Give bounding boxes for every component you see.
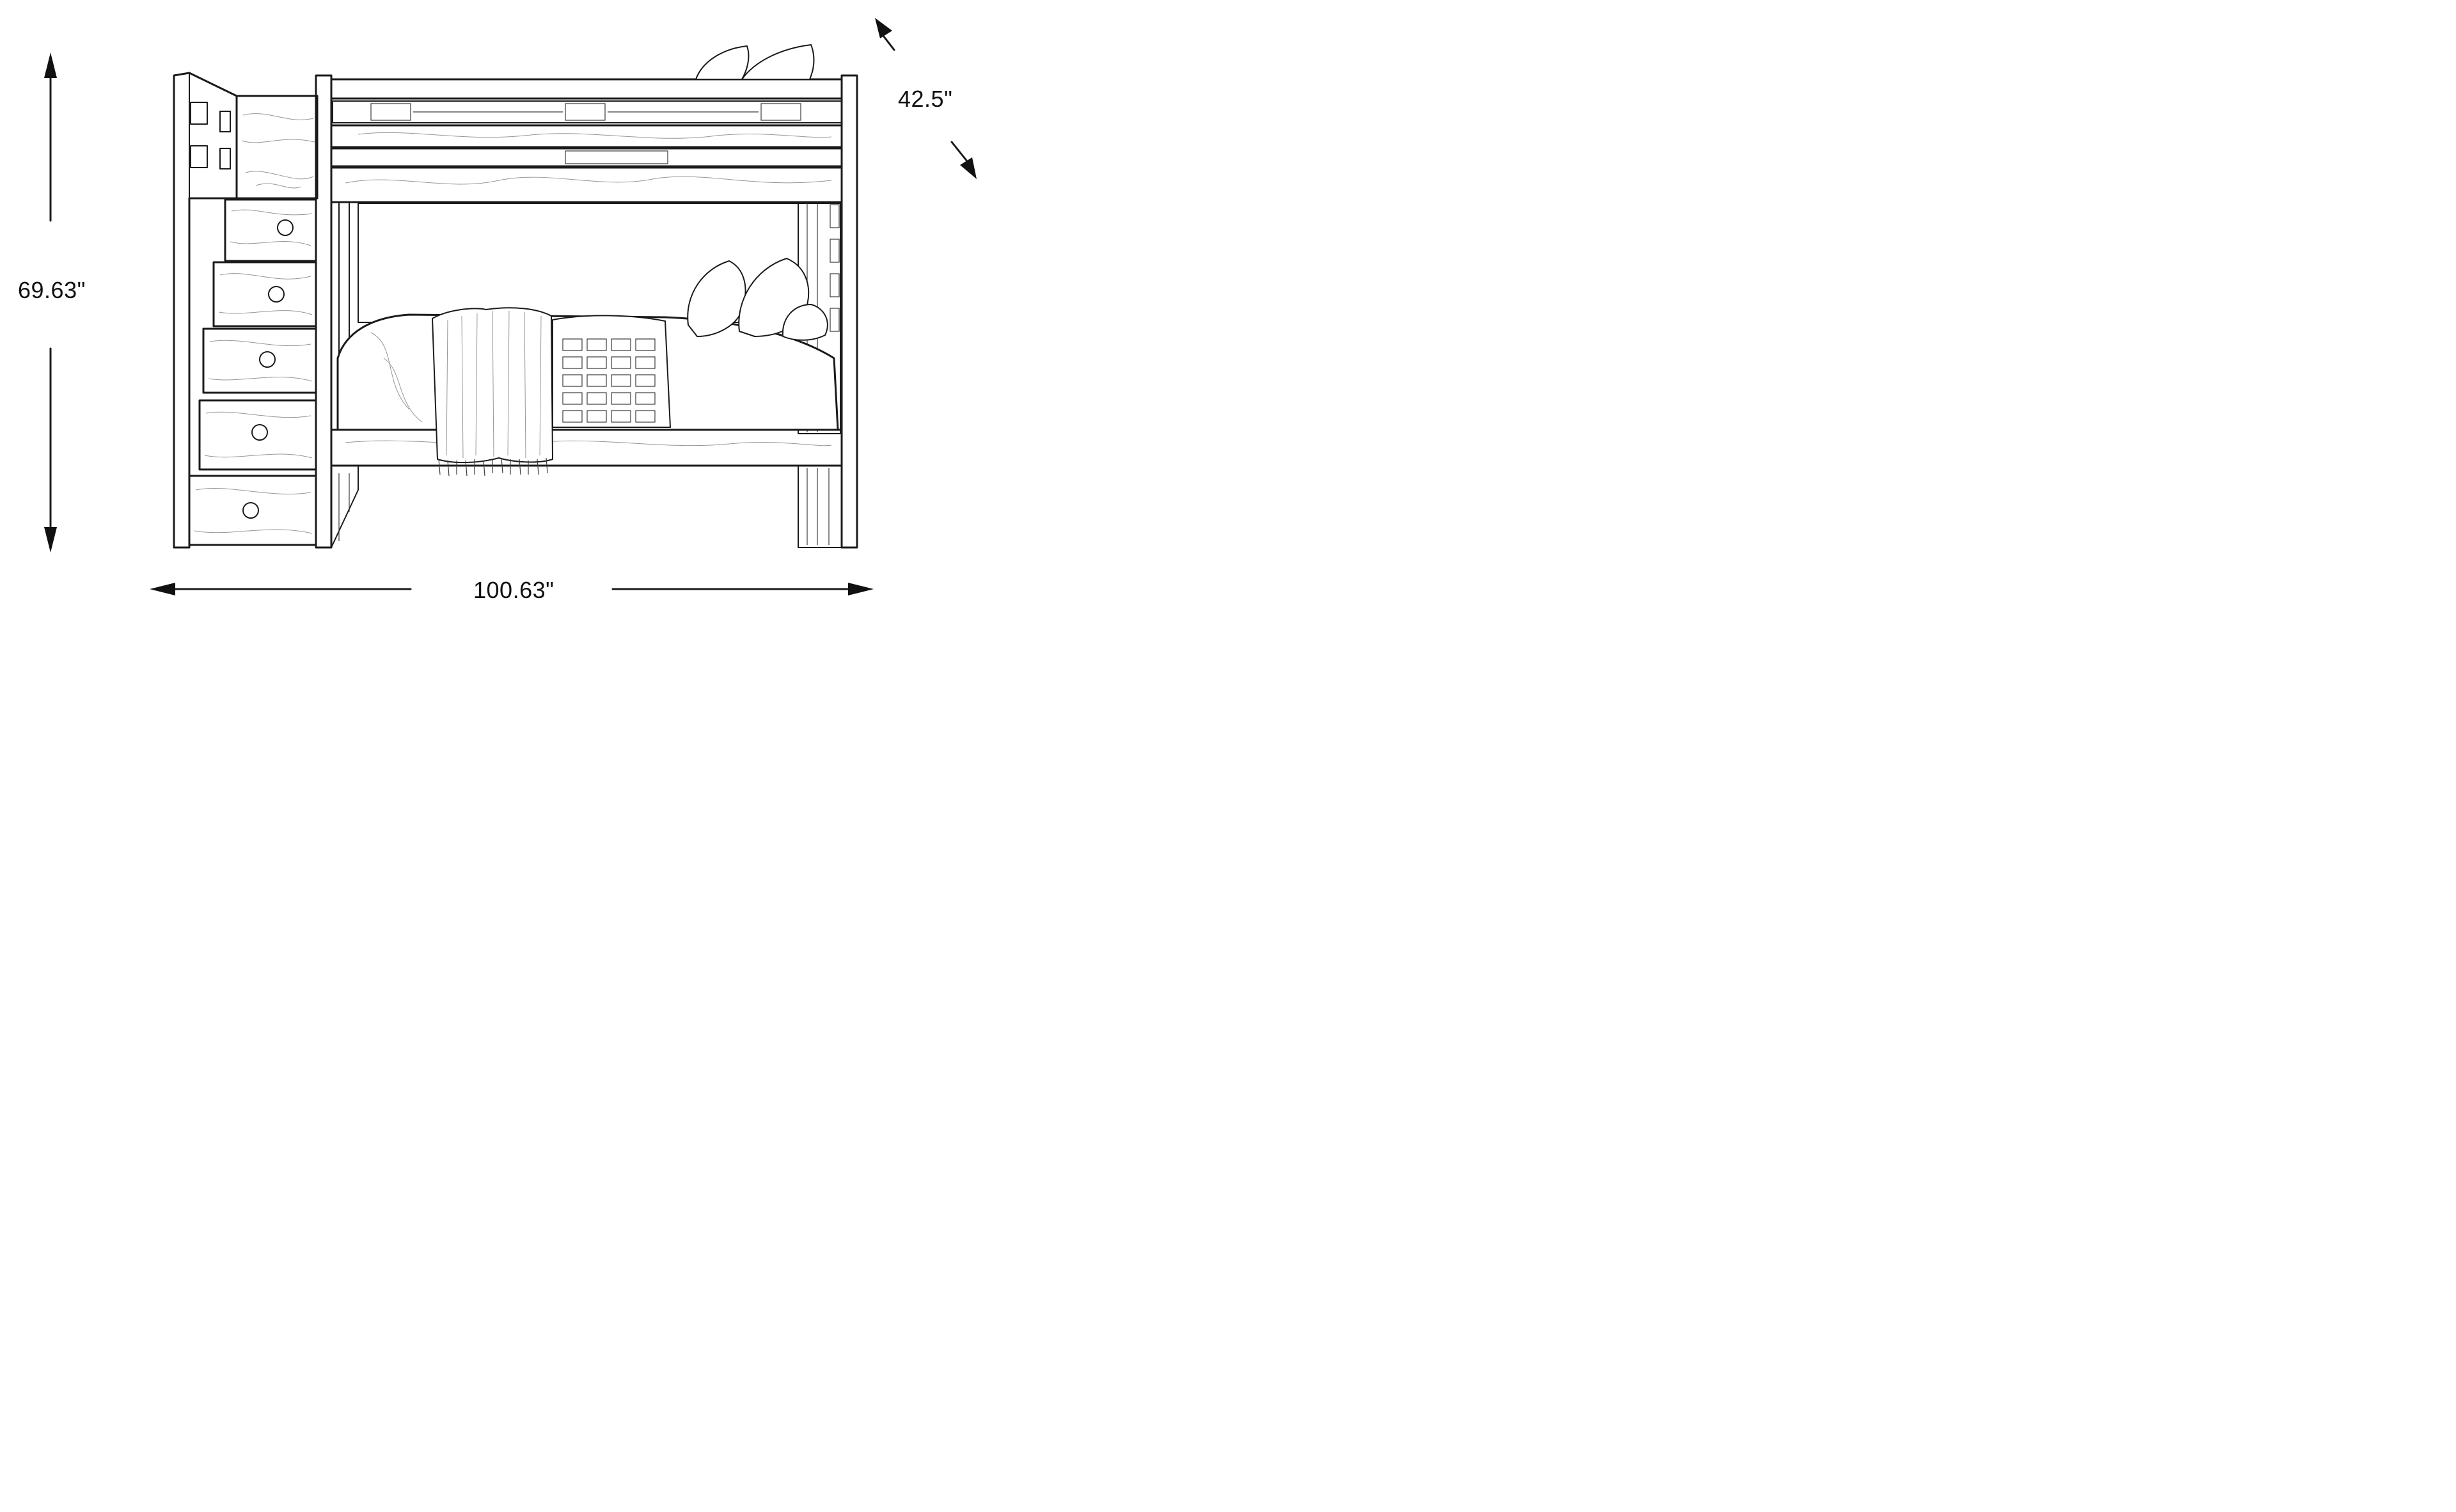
drawer-3 bbox=[202, 327, 317, 394]
height-dimension-label: 69.63" bbox=[18, 277, 86, 303]
upper-bunk-pillows bbox=[695, 44, 815, 80]
depth-dimension-arrow bbox=[875, 18, 977, 179]
bunk-bed-diagram bbox=[44, 18, 977, 595]
throw-blanket bbox=[432, 307, 553, 476]
height-dimension-arrow bbox=[44, 52, 57, 553]
bunk-bed-frame bbox=[315, 74, 858, 549]
width-dimension-label: 100.63" bbox=[473, 577, 555, 603]
drawer-4 bbox=[198, 399, 317, 471]
staircase-drawers bbox=[173, 72, 319, 549]
patterned-quilt bbox=[552, 315, 671, 428]
width-dimension-arrow bbox=[150, 583, 874, 595]
drawer-5 bbox=[188, 475, 317, 546]
depth-dimension-label: 42.5" bbox=[898, 86, 953, 112]
lower-bunk-pillows bbox=[687, 258, 828, 341]
drawer-1 bbox=[224, 198, 317, 262]
drawer-2 bbox=[212, 261, 317, 327]
